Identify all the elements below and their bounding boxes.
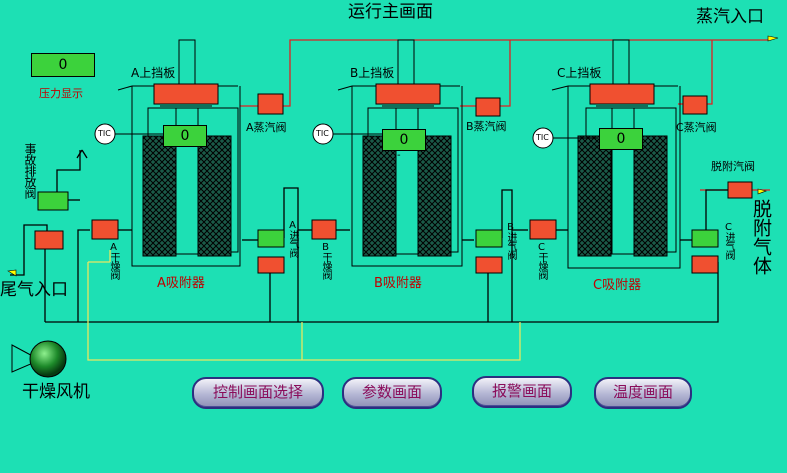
steam-inlet-label: 蒸汽入口: [696, 7, 764, 27]
adsorber-b-inlet-valve-label: B进气阀: [505, 222, 516, 259]
adsorber-a-steam-valve[interactable]: [258, 94, 283, 114]
params-screen-button[interactable]: 参数画面: [342, 377, 442, 409]
tail-gas-valve[interactable]: [35, 231, 63, 249]
desorb-steam-valve-shape: [727, 181, 753, 199]
desorb-gas-arrow: [757, 188, 768, 195]
adsorber-a-dry-valve[interactable]: [92, 220, 118, 239]
adsorber-c-inlet-valve[interactable]: [692, 230, 718, 273]
adsorber-c-steam-valve[interactable]: [683, 96, 707, 114]
adsorber-a-baffle[interactable]: [154, 84, 218, 104]
desorb-gas-label: 脱附气体: [750, 199, 772, 275]
steam-inlet-arrow: [767, 35, 779, 42]
adsorber-c-temp: 0: [599, 128, 643, 150]
adsorber-c-inlet-valve-label: C进气阀: [723, 222, 734, 259]
steam-pipe: [240, 39, 770, 191]
adsorber-a-steam-valve-label: A蒸汽阀: [246, 121, 287, 134]
adsorber-b-steam-valve[interactable]: [476, 98, 500, 116]
pressure-display: 0: [31, 53, 95, 77]
adsorber-c-baffle-label: C上挡板: [557, 66, 602, 80]
dry-fan[interactable]: [30, 341, 66, 377]
temperature-screen-button[interactable]: 温度画面: [594, 377, 692, 409]
adsorber-b-baffle[interactable]: [376, 84, 440, 104]
desorb-steam-valve-label: 脱附汽阀: [711, 160, 755, 173]
adsorber-b-temp-note: -: [397, 150, 401, 161]
emergency-valve-shape: [37, 191, 69, 211]
emergency-valve-label: 事故排放阀: [23, 143, 37, 198]
adsorber-c-dry-valve-label: C干燥阀: [536, 242, 547, 279]
tic-c-label: TIC: [536, 133, 549, 142]
adsorber-a-name: A吸附器: [157, 276, 205, 291]
adsorber-b-dry-valve-label: B干燥阀: [320, 242, 331, 279]
alarm-screen-button[interactable]: 报警画面: [472, 376, 572, 408]
tail-gas-arrow: [7, 269, 17, 277]
adsorber-b-name: B吸附器: [374, 276, 422, 291]
adsorber-a: [91, 39, 285, 274]
dry-fan-label: 干燥风机: [22, 382, 90, 402]
page-title: 运行主画面: [348, 2, 433, 22]
adsorber-c-baffle[interactable]: [590, 84, 654, 104]
dry-air-pipes: [87, 250, 521, 361]
adsorber-b-steam-valve-label: B蒸汽阀: [466, 120, 507, 133]
tail-gas-inlet-label: 尾气入口: [0, 280, 68, 300]
emergency-valve[interactable]: [38, 192, 68, 210]
adsorber-c-dry-valve[interactable]: [530, 220, 556, 239]
adsorber-c-name: C吸附器: [593, 278, 642, 293]
adsorber-a-dry-valve-label: A干燥阀: [108, 242, 119, 279]
adsorber-b-dry-valve[interactable]: [312, 220, 336, 239]
adsorber-b-inlet-valve[interactable]: [476, 230, 502, 273]
adsorber-b: [311, 39, 503, 274]
adsorber-a-baffle-label: A上挡板: [131, 66, 176, 80]
adsorber-b-baffle-label: B上挡板: [350, 66, 395, 80]
control-select-button[interactable]: 控制画面选择: [192, 377, 324, 409]
adsorber-a-inlet-valve[interactable]: [258, 230, 284, 273]
adsorber-b-temp: 0: [382, 129, 426, 151]
tic-b-label: TIC: [316, 129, 329, 138]
adsorber-c: [529, 39, 719, 274]
adsorber-a-temp: 0: [163, 125, 207, 147]
adsorber-c-steam-valve-label: C蒸汽阀: [676, 121, 717, 134]
tail-gas-valve-shape: [34, 230, 64, 250]
process-pipes: [10, 149, 728, 323]
adsorber-a-inlet-valve-label: A进气阀: [287, 220, 298, 257]
pressure-label: 压力显示: [39, 87, 83, 100]
dry-fan-icon: [11, 340, 67, 378]
tic-a-label: TIC: [98, 129, 111, 138]
desorb-steam-valve[interactable]: [728, 182, 752, 198]
